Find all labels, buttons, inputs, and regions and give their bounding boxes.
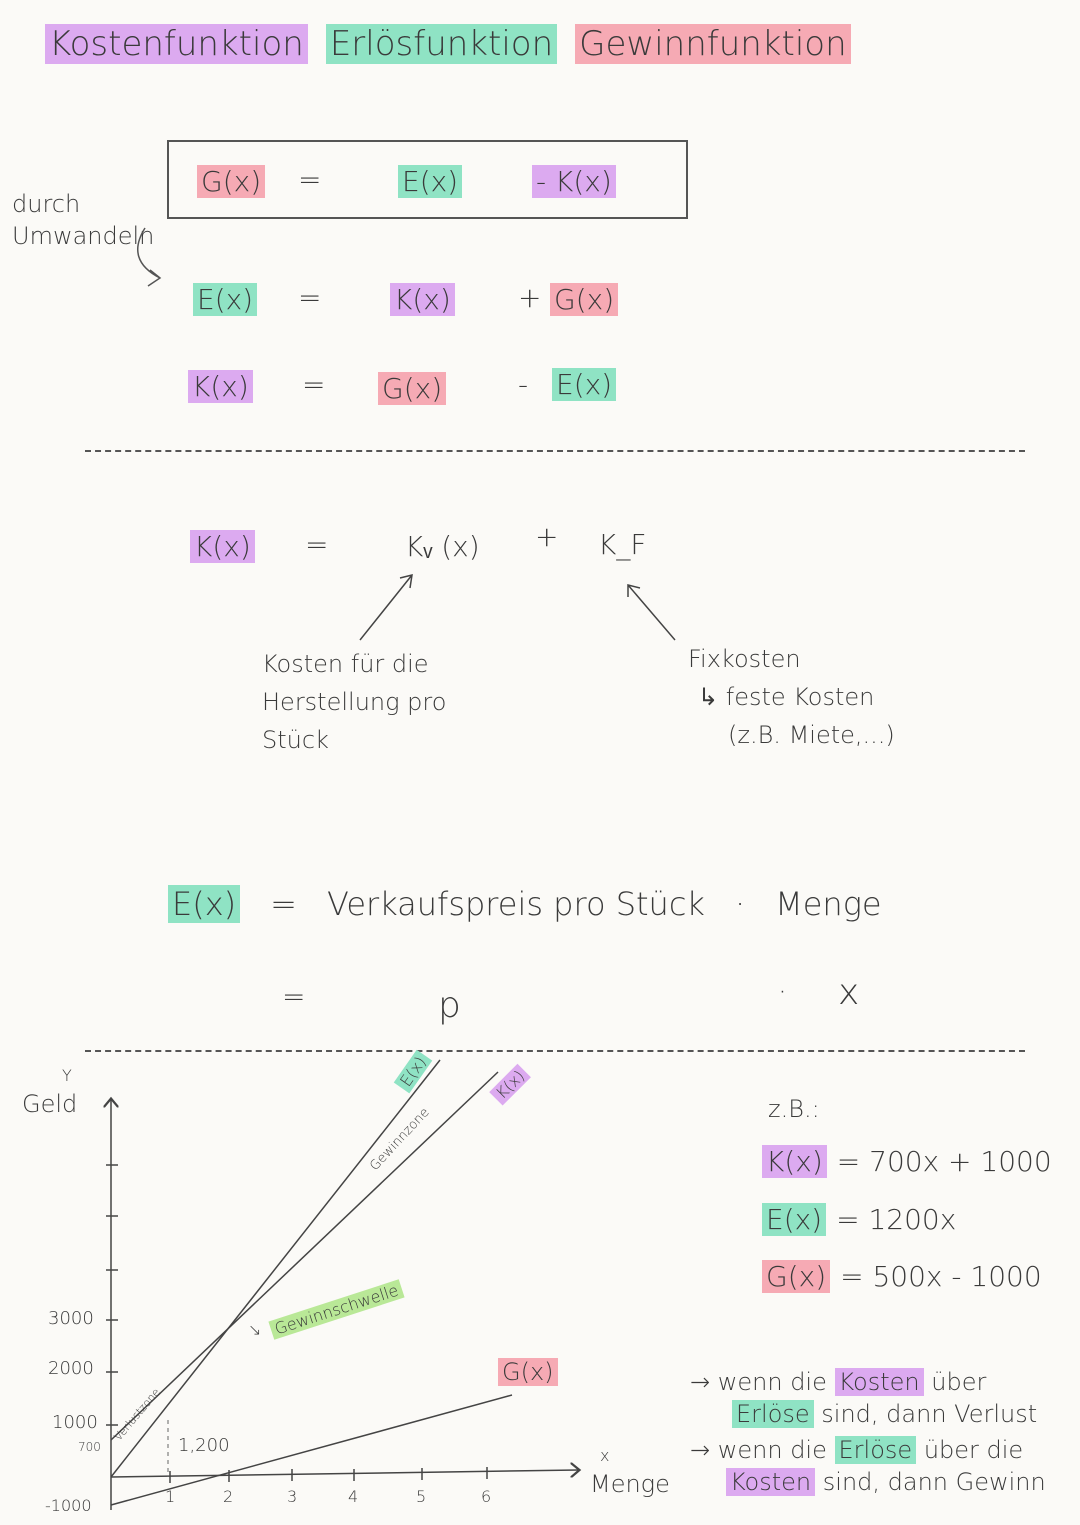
x-tick: 6 (481, 1487, 492, 1506)
y-label-top: Y (62, 1066, 72, 1085)
g-term: G(x) (378, 372, 447, 405)
x-tick: 5 (416, 1487, 427, 1506)
x: x (838, 972, 860, 1013)
example-k: K(x) = 700x + 1000 (762, 1145, 1052, 1178)
revenue-line (110, 1059, 441, 1478)
title-erloesfunktion: Erlösfunktion (325, 24, 558, 64)
text: wenn die (717, 1436, 827, 1464)
title-row: Kostenfunktion Erlösfunktion Gewinnfunkt… (45, 24, 851, 64)
note-line: Herstellung pro (262, 688, 447, 716)
e-term: E(x) (398, 165, 463, 198)
arrow-icon: → (690, 1436, 711, 1464)
y-tick: 1000 (52, 1412, 98, 1433)
eq: = (302, 368, 326, 401)
e-term: E(x) (552, 368, 617, 401)
k-lhs: K(x) (188, 370, 253, 403)
y-tick: 700 (78, 1440, 101, 1454)
e-lhs: E(x) (168, 885, 241, 923)
side-note: durch Umwandeln (12, 190, 155, 250)
p: p (438, 985, 461, 1026)
x-tick: 2 (223, 1487, 234, 1506)
price-per-unit: Verkaufspreis pro Stück (326, 885, 705, 923)
note-loss: → wenn die Kosten über Erlöse sind, dann… (690, 1366, 1037, 1430)
y-axis-label: Geld (22, 1090, 78, 1118)
g-equation: = 500x - 1000 (840, 1260, 1042, 1293)
g-term: G(x) (550, 283, 619, 316)
y-tick: 2000 (48, 1358, 94, 1379)
hl-costs: Kosten (726, 1468, 816, 1496)
fixed-costs: K_F (598, 528, 647, 561)
e-lhs: E(x) (193, 283, 258, 316)
eq: = (270, 885, 297, 923)
k-equation: = 700x + 1000 (836, 1145, 1052, 1178)
g-lhs: G(x) (197, 165, 266, 198)
text: über (931, 1368, 987, 1396)
main-formula-box (167, 140, 688, 219)
note-line: Kosten für die (262, 650, 429, 678)
hl-revenue: Erlöse (834, 1436, 917, 1464)
k-term: K(x) (390, 283, 455, 316)
e-label: E(x) (762, 1203, 827, 1236)
divider (85, 1050, 1025, 1052)
g-label: G(x) (762, 1260, 831, 1293)
hl-costs: Kosten (834, 1368, 924, 1396)
plus: + (535, 520, 559, 553)
text: sind, dann Gewinn (822, 1468, 1046, 1496)
x-tick: 1 (165, 1487, 176, 1506)
profit-line (110, 1394, 513, 1506)
note-line: ↳ feste Kosten (698, 683, 875, 711)
x-tick: 4 (348, 1487, 359, 1506)
plus: + (518, 281, 542, 314)
note-line: Fixkosten (688, 645, 801, 673)
x-axis (110, 1470, 578, 1478)
text: sind, dann Verlust (821, 1400, 1038, 1428)
e-equation: = 1200x (836, 1203, 957, 1236)
eq: = (305, 528, 329, 561)
variable-costs: Kᵥ (x) (405, 530, 480, 563)
quantity: Menge (775, 885, 882, 923)
arrow-icon (627, 584, 676, 641)
axis-ticks (106, 1164, 488, 1483)
arrow-icon (359, 573, 413, 641)
k-label: K(x) (762, 1145, 827, 1178)
curve-arrow-icon (137, 227, 162, 287)
x-tick: 3 (287, 1487, 298, 1506)
eq: = (282, 980, 306, 1013)
hl-revenue: Erlöse (732, 1400, 814, 1428)
arrow-icon: ↘ (248, 1320, 262, 1339)
k-term: - K(x) (532, 165, 616, 198)
profit-line-label: G(x) (498, 1358, 558, 1386)
title-kostenfunktion: Kostenfunktion (45, 24, 308, 64)
x-axis-label: Menge (590, 1470, 670, 1498)
example-title: z.B.: (768, 1095, 820, 1123)
k-lhs: K(x) (190, 530, 255, 563)
example-e: E(x) = 1200x (762, 1203, 956, 1236)
variable-note: Kosten für die Herstellung pro Stück (262, 645, 446, 759)
break-even-x: 1,200 (178, 1435, 230, 1456)
y-tick: 3000 (48, 1308, 94, 1329)
note-line: (z.B. Miete,...) (728, 721, 895, 749)
arrow-icon: → (690, 1368, 711, 1396)
note-line: Stück (262, 726, 329, 754)
minus: - (518, 368, 529, 401)
y-tick: -1000 (45, 1496, 92, 1515)
eq: = (298, 163, 322, 196)
x-label-top: x (600, 1446, 610, 1465)
note-gain: → wenn die Erlöse über die Kosten sind, … (690, 1434, 1046, 1498)
eq: = (298, 281, 322, 314)
fixed-note: Fixkosten ↳ feste Kosten (z.B. Miete,...… (688, 640, 895, 754)
text: über die (923, 1436, 1024, 1464)
dot: · (734, 885, 746, 923)
title-gewinnfunktion: Gewinnfunktion (575, 24, 851, 64)
revenue-row: E(x) = Verkaufspreis pro Stück · Menge (168, 885, 882, 923)
cost-line (110, 1071, 499, 1441)
text: wenn die (717, 1368, 827, 1396)
example-g: G(x) = 500x - 1000 (762, 1260, 1042, 1293)
dot: · (778, 975, 787, 1008)
divider (85, 450, 1025, 452)
